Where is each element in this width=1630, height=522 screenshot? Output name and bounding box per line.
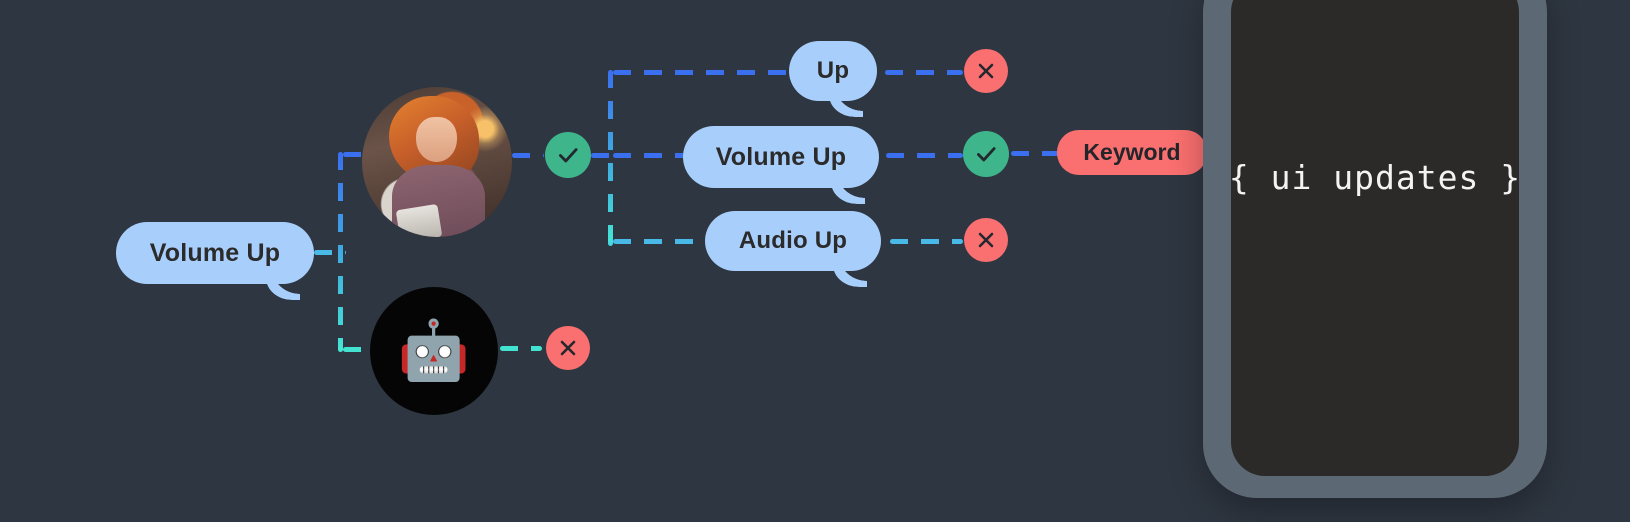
connector-status-to-bracket: [591, 153, 615, 158]
connector-candidate-2-to-status: [890, 239, 963, 244]
connector-candidate-1-to-status: [886, 153, 963, 158]
candidate-label-2: Audio Up: [738, 227, 848, 254]
candidate-bubble-1[interactable]: Volume Up: [683, 126, 879, 188]
connector-bracket-to-candidate-2: [613, 239, 709, 244]
status-human-check[interactable]: [545, 132, 591, 178]
check-icon: [977, 147, 996, 162]
input-utterance-label: Volume Up: [149, 238, 281, 267]
keyword-result-tag[interactable]: Keyword: [1057, 130, 1207, 175]
keyword-result-label: Keyword: [1083, 139, 1181, 165]
connector-input-to-split: [314, 250, 346, 255]
connector-robot-to-status: [500, 346, 542, 351]
robot-emoji-icon: 🤖: [397, 318, 471, 383]
connector-human-to-status: [512, 153, 544, 158]
check-icon: [559, 148, 578, 163]
avatar-human-face: [416, 117, 457, 162]
connector-split-to-robot: [343, 347, 385, 352]
status-candidate-2[interactable]: [964, 218, 1008, 262]
phone-screen-text: { ui updates }: [1228, 158, 1522, 197]
close-icon: [560, 340, 576, 356]
status-candidate-0[interactable]: [964, 49, 1008, 93]
close-icon: [978, 232, 994, 248]
avatar-human-laptop: [395, 203, 443, 237]
connector-status-to-keyword: [1011, 151, 1059, 156]
connector-bracket-corner-top: [608, 70, 613, 75]
candidate-label-1: Volume Up: [715, 142, 847, 171]
candidate-bubble-2[interactable]: Audio Up: [705, 211, 881, 271]
phone-device-screen[interactable]: { ui updates }: [1228, 0, 1522, 476]
connector-split-corner-bottom: [338, 347, 343, 352]
connector-split-corner-top: [338, 152, 343, 157]
connector-bracket-to-candidate-1: [613, 153, 687, 158]
candidate-bubble-0[interactable]: Up: [789, 41, 877, 101]
connector-bracket-to-candidate-0: [613, 70, 798, 75]
connector-candidate-0-to-status: [885, 70, 963, 75]
status-robot-close[interactable]: [546, 326, 590, 370]
close-icon: [978, 63, 994, 79]
connector-bracket-vertical: [608, 70, 613, 246]
connector-bracket-corner-bottom: [608, 241, 613, 246]
status-candidate-1[interactable]: [963, 131, 1009, 177]
connector-speaker-split-vertical: [338, 152, 343, 352]
avatar-human[interactable]: [362, 87, 512, 237]
input-utterance-bubble[interactable]: Volume Up: [116, 222, 314, 284]
candidate-label-0: Up: [816, 57, 850, 84]
avatar-robot[interactable]: 🤖: [370, 287, 498, 415]
